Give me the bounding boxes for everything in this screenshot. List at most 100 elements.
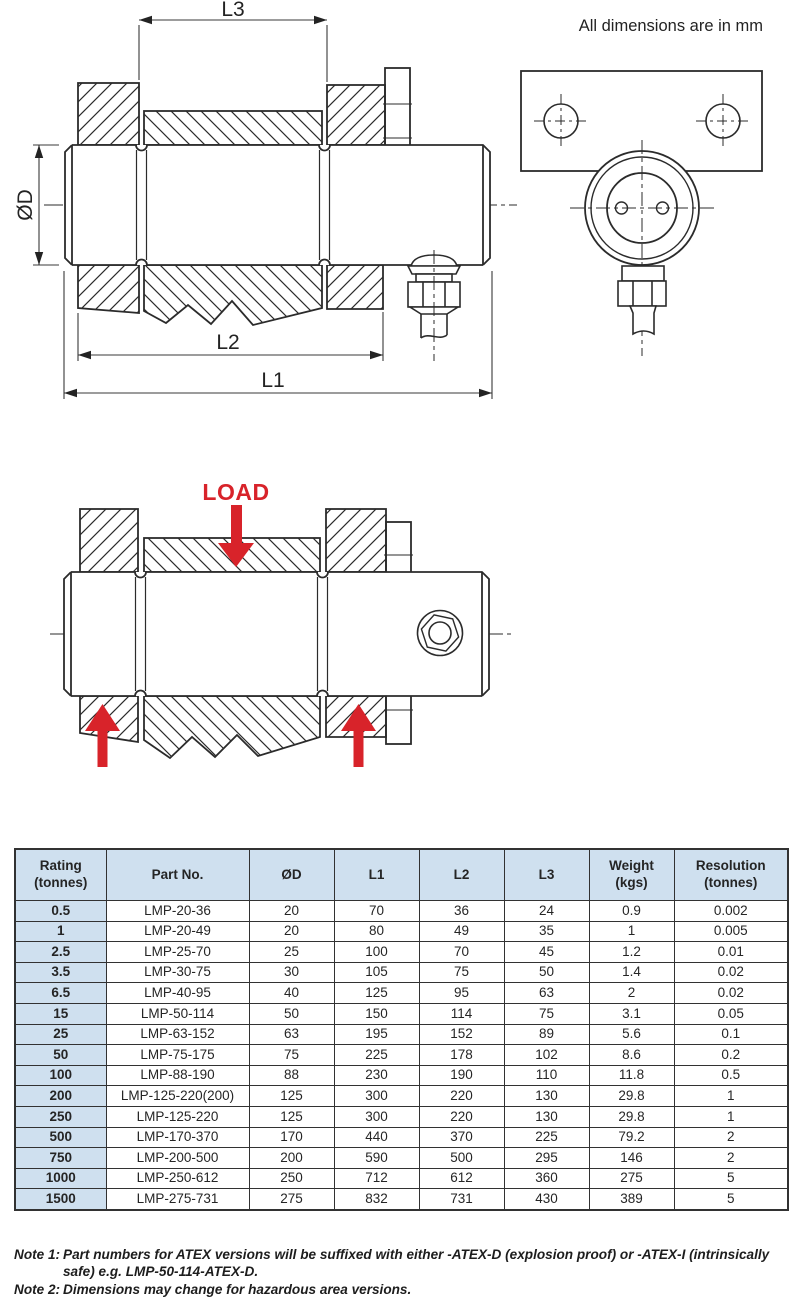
table-cell: 49 [418, 920, 505, 943]
table-cell: 1.2 [588, 941, 675, 963]
table-cell: 612 [418, 1167, 505, 1190]
table-cell: 3.1 [588, 1002, 675, 1025]
plate-bolt-hole-left [534, 94, 588, 148]
table-cell: LMP-88-190 [105, 1064, 250, 1087]
table-cell: 25 [248, 941, 335, 963]
table-cell: 63 [248, 1023, 335, 1046]
table-cell: 195 [333, 1023, 420, 1046]
table-cell: LMP-20-36 [105, 900, 250, 922]
table-cell: 0.2 [673, 1044, 789, 1066]
table-cell: 170 [248, 1126, 335, 1149]
table-cell: LMP-200-500 [105, 1147, 250, 1169]
table-cell: 1.4 [588, 961, 675, 984]
table-cell: LMP-275-731 [105, 1188, 250, 1211]
cable-gland [406, 250, 462, 361]
table-cell: LMP-30-75 [105, 961, 250, 984]
col-header-l1: L1 [333, 848, 420, 901]
note-2-label: Note 2: [14, 1281, 61, 1297]
rating-cell: 750 [14, 1147, 107, 1169]
table-cell: 70 [418, 941, 505, 963]
table-cell: 0.005 [673, 920, 789, 943]
table-cell: LMP-20-49 [105, 920, 250, 943]
table-cell: 36 [418, 900, 505, 922]
cable-gland-front [617, 265, 667, 336]
table-cell: 105 [333, 961, 420, 984]
table-header-row: Rating (tonnes) Part No. ØD L1 L2 L3 Wei… [14, 848, 789, 901]
table-cell: 178 [418, 1044, 505, 1066]
pin-outline [64, 144, 491, 266]
table-cell: 230 [333, 1064, 420, 1087]
table-cell: 79.2 [588, 1126, 675, 1149]
table-cell: 114 [418, 1002, 505, 1025]
table-cell: LMP-125-220 [105, 1105, 250, 1128]
dimension-l2: L2 [77, 312, 384, 361]
table-cell: 1 [673, 1105, 789, 1128]
table-cell: 275 [588, 1167, 675, 1190]
rating-cell: 0.5 [14, 900, 107, 922]
table-cell: 110 [503, 1064, 590, 1087]
reaction-arrow-up-right [341, 704, 376, 767]
dimension-l3: L3 [138, 0, 328, 82]
hex-connector-face [416, 609, 464, 657]
table-cell: 275 [248, 1188, 335, 1211]
table-cell: LMP-75-175 [105, 1044, 250, 1066]
table-cell: 29.8 [588, 1105, 675, 1128]
table-cell: 125 [248, 1105, 335, 1128]
table-cell: 731 [418, 1188, 505, 1211]
table-cell: 29.8 [588, 1085, 675, 1107]
table-cell: 200 [248, 1147, 335, 1169]
load-block-bottom [143, 695, 321, 760]
table-cell: 220 [418, 1085, 505, 1107]
table-cell: 0.02 [673, 982, 789, 1004]
end-view-drawing: All dimensions are in mm [520, 17, 763, 356]
table-cell: 95 [418, 982, 505, 1004]
rating-cell: 2.5 [14, 941, 107, 963]
support-block-right [326, 84, 386, 146]
table-cell: LMP-25-70 [105, 941, 250, 963]
notes: Note 1: Part numbers for ATEX versions w… [14, 1246, 790, 1298]
support-block-bottom-right [326, 264, 384, 310]
rating-cell: 1500 [14, 1188, 107, 1211]
table-cell: 5 [673, 1188, 789, 1211]
table-cell: 30 [248, 961, 335, 984]
table-cell: 89 [503, 1023, 590, 1046]
load-view-drawing: LOAD [50, 479, 513, 767]
rating-cell: 100 [14, 1064, 107, 1087]
od-label: ØD [14, 189, 37, 221]
table-cell: 250 [248, 1167, 335, 1190]
table-cell: 430 [503, 1188, 590, 1211]
specifications-table: Rating (tonnes) Part No. ØD L1 L2 L3 Wei… [14, 848, 789, 1211]
table-cell: 75 [248, 1044, 335, 1066]
table-cell: 8.6 [588, 1044, 675, 1066]
load-block-top [143, 110, 323, 146]
table-cell: 220 [418, 1105, 505, 1128]
table-cell: 190 [418, 1064, 505, 1087]
table-cell: 300 [333, 1105, 420, 1128]
l2-label: L2 [216, 331, 239, 354]
table-cell: 2 [673, 1126, 789, 1149]
col-header-resolution: Resolution (tonnes) [673, 848, 789, 901]
table-cell: 50 [248, 1002, 335, 1025]
table-cell: LMP-63-152 [105, 1023, 250, 1046]
table-cell: LMP-40-95 [105, 982, 250, 1004]
col-header-od: ØD [248, 848, 335, 901]
table-cell: 1 [673, 1085, 789, 1107]
load-block-bottom [143, 264, 323, 327]
col-header-l2: L2 [418, 848, 505, 901]
table-cell: 300 [333, 1085, 420, 1107]
rating-cell: 500 [14, 1126, 107, 1149]
table-cell: 125 [333, 982, 420, 1004]
